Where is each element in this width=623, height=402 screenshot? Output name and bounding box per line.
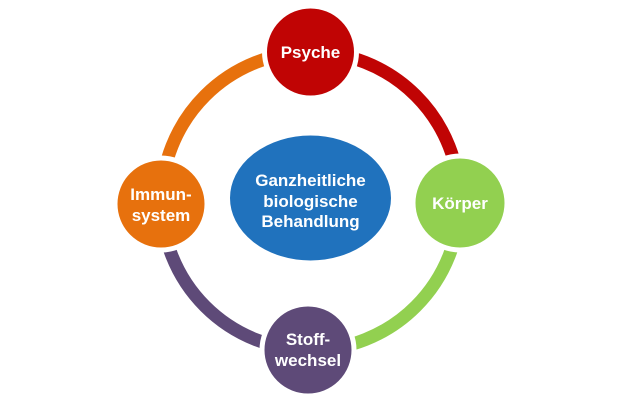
node-immunsystem-label-line1: Immun- <box>130 185 191 204</box>
node-koerper: Körper <box>410 153 510 253</box>
center-node: Ganzheitliche biologische Behandlung <box>225 130 396 266</box>
node-koerper-label: Körper <box>432 194 488 213</box>
node-immunsystem: Immun- system <box>112 155 210 253</box>
node-koerper-shape <box>410 153 510 253</box>
node-immunsystem-label-line2: system <box>132 206 191 225</box>
node-psyche: Psyche <box>262 3 359 101</box>
node-stoffwechsel-label-line1: Stoff- <box>286 330 330 349</box>
node-immunsystem-shape <box>112 155 210 253</box>
node-stoffwechsel-shape <box>259 301 357 399</box>
center-node-label-line2: biologische <box>263 192 357 211</box>
node-stoffwechsel: Stoff- wechsel <box>259 301 357 399</box>
node-psyche-label: Psyche <box>281 43 341 62</box>
center-node-label-line3: Behandlung <box>261 212 359 231</box>
center-node-shape <box>225 130 396 266</box>
node-stoffwechsel-label-line2: wechsel <box>274 351 341 370</box>
center-node-label-line1: Ganzheitliche <box>255 171 366 190</box>
node-psyche-shape <box>262 3 359 101</box>
